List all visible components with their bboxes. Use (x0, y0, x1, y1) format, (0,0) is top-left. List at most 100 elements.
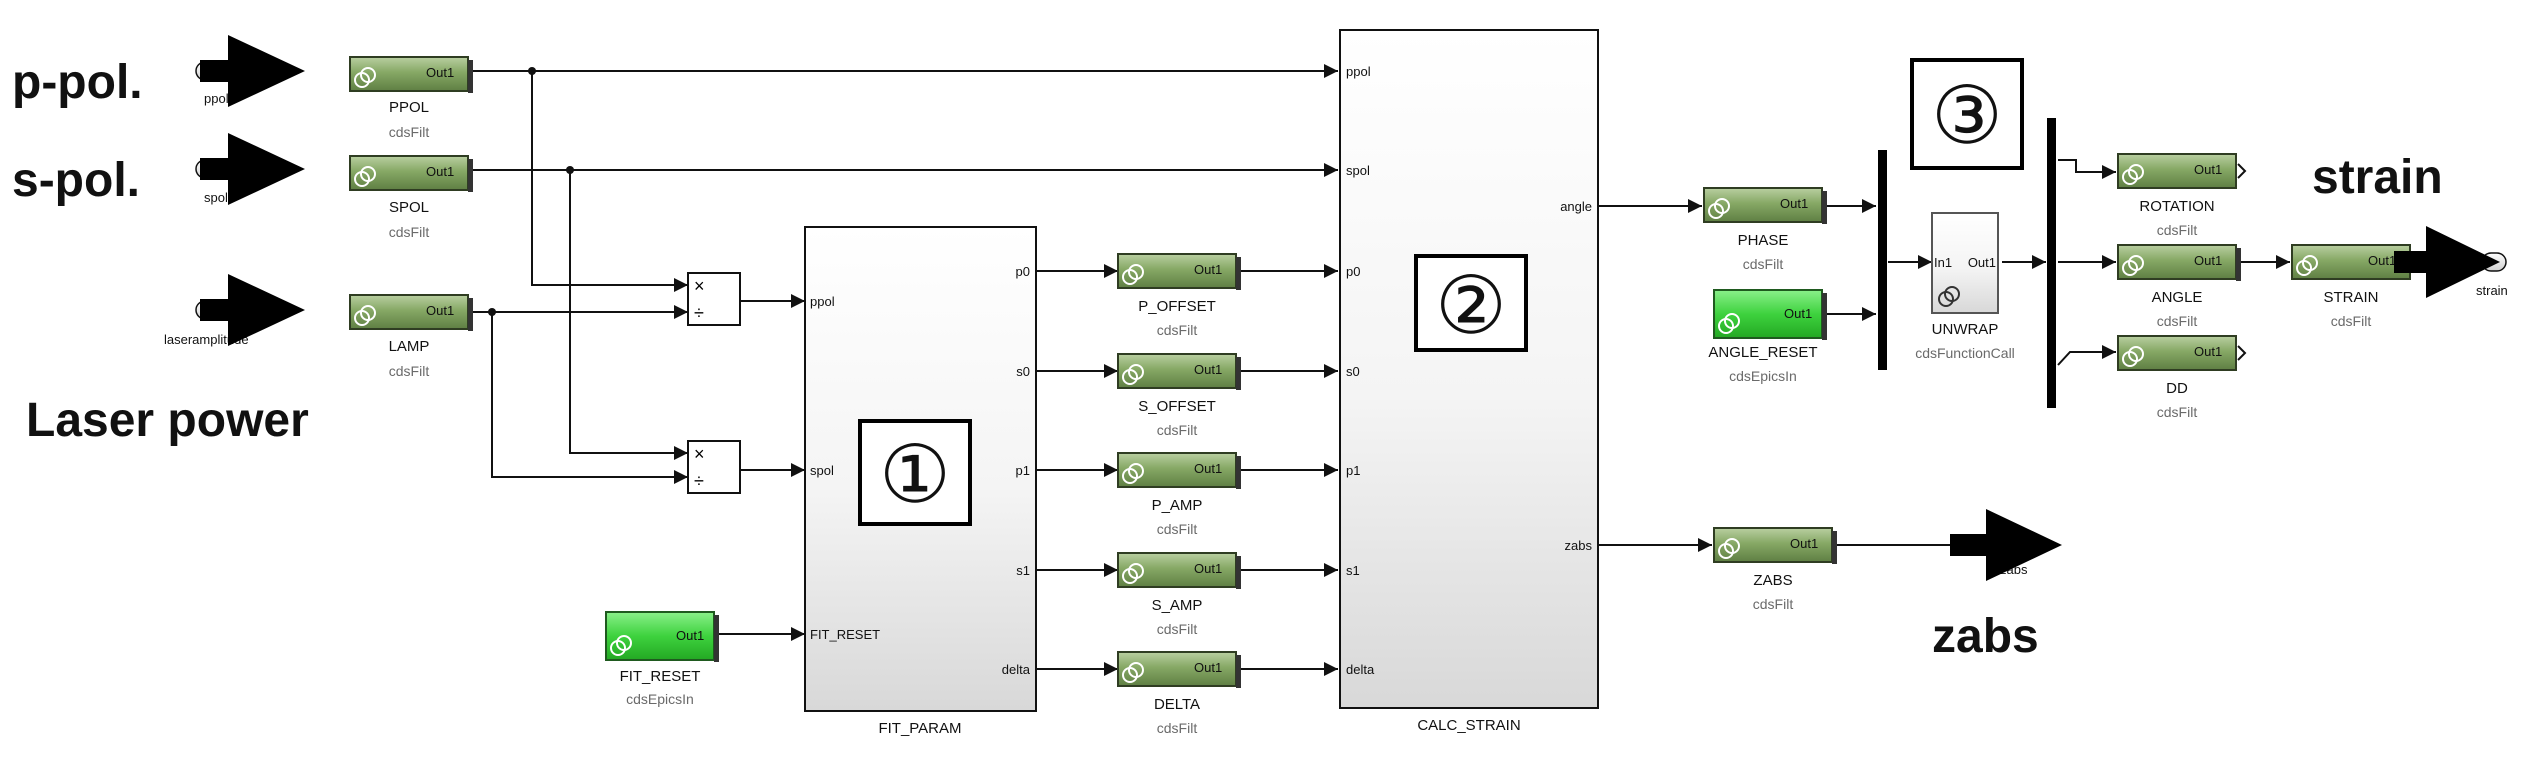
fit-param-out-delta: delta (1002, 662, 1031, 677)
inport-ppol-label: ppol (204, 91, 229, 106)
block-rotation[interactable]: Out1 ROTATION cdsFilt (2117, 153, 2247, 238)
block-lamp-name: LAMP (389, 338, 430, 355)
demux-bar[interactable] (2047, 118, 2056, 408)
block-ppol-name: PPOL (389, 99, 429, 116)
block-fit-reset-name: FIT_RESET (620, 668, 701, 685)
block-rotation-name: ROTATION (2139, 198, 2214, 215)
block-dd-port: Out1 (2194, 344, 2222, 359)
annotation-box-3: ③ (1910, 58, 2024, 170)
multiply-icon: × (694, 276, 705, 296)
block-p-offset-port: Out1 (1194, 262, 1222, 277)
calc-in-p0: p0 (1346, 264, 1360, 279)
block-strain[interactable]: Out1 STRAIN cdsFilt (2291, 244, 2411, 329)
block-s-offset-port: Out1 (1194, 362, 1222, 377)
calc-in-p1: p1 (1346, 463, 1360, 478)
block-angle-reset-lib: cdsEpicsIn (1729, 368, 1797, 384)
inport-spol-label: spol (204, 190, 228, 205)
block-spol-name: SPOL (389, 199, 429, 216)
calc-in-s0: s0 (1346, 364, 1360, 379)
outport-strain-label: strain (2476, 283, 2508, 298)
block-zabs-port: Out1 (1790, 536, 1818, 551)
link-icon (1708, 198, 1730, 219)
link-icon (2296, 255, 2318, 276)
block-unwrap-name: UNWRAP (1932, 321, 1999, 338)
unwrap-in: In1 (1934, 255, 1952, 270)
block-ppol[interactable]: Out1 PPOL cdsFilt (349, 56, 473, 140)
block-zabs-name: ZABS (1753, 572, 1792, 589)
calc-in-ppol: ppol (1346, 64, 1371, 79)
block-s-amp-name: S_AMP (1152, 597, 1203, 614)
fit-param-in-spol: spol (810, 463, 834, 478)
link-icon (354, 305, 376, 326)
block-spol-port: Out1 (426, 164, 454, 179)
block-lamp[interactable]: Out1 LAMP cdsFilt (349, 294, 473, 379)
block-spol-lib: cdsFilt (389, 224, 430, 240)
calc-strain-name: CALC_STRAIN (1417, 717, 1520, 734)
block-dd-lib: cdsFilt (2157, 404, 2198, 420)
block-strain-name: STRAIN (2323, 289, 2378, 306)
block-phase[interactable]: Out1 PHASE cdsFilt (1703, 187, 1827, 272)
link-icon (354, 166, 376, 187)
annotation-1: ① (879, 430, 951, 519)
annotation-2: ② (1435, 261, 1507, 350)
link-icon (610, 635, 632, 656)
block-p-amp-name: P_AMP (1152, 497, 1203, 514)
block-angle-name: ANGLE (2152, 289, 2203, 306)
block-ppol-lib: cdsFilt (389, 124, 430, 140)
block-delta-name: DELTA (1154, 696, 1200, 713)
link-icon (1122, 264, 1144, 285)
annotation-laser-power: Laser power (26, 394, 309, 447)
block-lamp-port: Out1 (426, 303, 454, 318)
annotation-box-2: ② (1414, 254, 1528, 352)
inport-laseramplitude-label: laseramplitude (164, 332, 249, 347)
block-angle-reset-port: Out1 (1784, 306, 1812, 321)
block-p-amp-port: Out1 (1194, 461, 1222, 476)
fit-param-out-p1: p1 (1016, 463, 1030, 478)
block-zabs[interactable]: Out1 ZABS cdsFilt (1713, 527, 1837, 612)
link-icon (1122, 364, 1144, 385)
fit-param-out-s0: s0 (1016, 364, 1030, 379)
link-icon (2122, 255, 2144, 276)
block-p-amp[interactable]: Out1 P_AMP cdsFilt (1117, 452, 1241, 537)
fit-param-in-ppol: ppol (810, 294, 835, 309)
link-icon (1718, 538, 1740, 559)
block-angle-reset[interactable]: Out1 ANGLE_RESET cdsEpicsIn (1708, 289, 1827, 384)
block-rotation-lib: cdsFilt (2157, 222, 2198, 238)
divide-block-ppol[interactable]: × ÷ (687, 272, 741, 326)
annotation-s-pol: s-pol. (12, 154, 140, 207)
fit-param-in-fit-reset: FIT_RESET (810, 627, 880, 642)
link-icon (1122, 662, 1144, 683)
block-fit-reset[interactable]: Out1 FIT_RESET cdsEpicsIn (605, 611, 719, 707)
unwrap-out: Out1 (1968, 255, 1996, 270)
big-arrow-spol (200, 133, 305, 205)
calc-in-s1: s1 (1346, 563, 1360, 578)
block-dd[interactable]: Out1 DD cdsFilt (2117, 335, 2247, 420)
block-s-amp[interactable]: Out1 S_AMP cdsFilt (1117, 552, 1241, 637)
link-icon (1938, 286, 1960, 307)
subsystem-calc-strain[interactable]: ppol spol p0 s0 p1 s1 delta angle zabs C… (1339, 29, 1599, 734)
big-arrow-zabs (1950, 509, 2062, 581)
block-angle[interactable]: Out1 ANGLE cdsFilt (2117, 244, 2241, 329)
block-dd-name: DD (2166, 380, 2188, 397)
block-s-offset[interactable]: Out1 S_OFFSET cdsFilt (1117, 353, 1241, 438)
link-icon (354, 67, 376, 88)
link-icon (1122, 563, 1144, 584)
annotation-p-pol: p-pol. (12, 56, 143, 109)
block-p-offset[interactable]: Out1 P_OFFSET cdsFilt (1117, 253, 1241, 338)
calc-out-zabs: zabs (1565, 538, 1593, 553)
annotation-3: ③ (1931, 71, 2003, 160)
block-unwrap[interactable]: In1 Out1 UNWRAP cdsFunctionCall (1915, 212, 2015, 361)
divide-block-spol[interactable]: × ÷ (687, 440, 741, 494)
block-rotation-port: Out1 (2194, 162, 2222, 177)
mux-bar[interactable] (1878, 150, 1887, 370)
block-delta-lib: cdsFilt (1157, 720, 1198, 736)
calc-out-angle: angle (1560, 199, 1592, 214)
link-icon (2122, 346, 2144, 367)
block-angle-port: Out1 (2194, 253, 2222, 268)
block-spol[interactable]: Out1 SPOL cdsFilt (349, 155, 473, 240)
calc-in-spol: spol (1346, 163, 1370, 178)
block-phase-lib: cdsFilt (1743, 256, 1784, 272)
annotation-zabs: zabs (1932, 610, 2039, 663)
annotation-strain: strain (2312, 151, 2443, 204)
block-delta[interactable]: Out1 DELTA cdsFilt (1117, 651, 1241, 736)
